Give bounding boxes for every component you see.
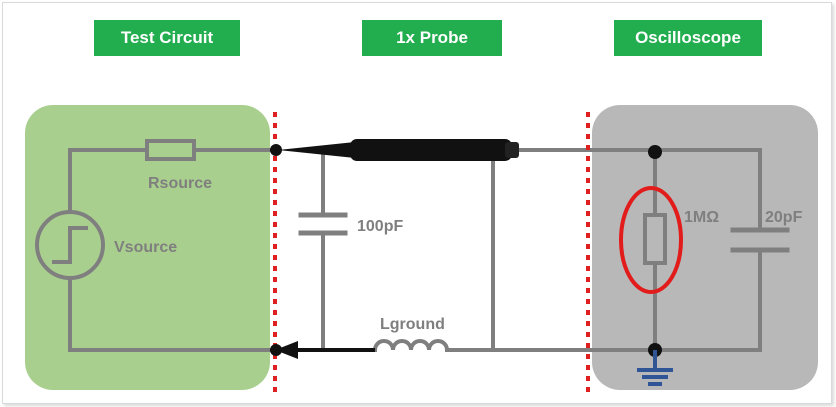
probe-body <box>350 139 512 161</box>
ground-clip-arrow <box>275 341 298 359</box>
probe-cap-label: 100pF <box>357 218 403 235</box>
probe-tip <box>278 142 355 158</box>
lground-label: Lground <box>380 316 445 333</box>
oscilloscope-header: Oscilloscope <box>614 20 762 56</box>
probe-body-end <box>505 142 519 158</box>
rsource-label: Rsource <box>148 175 212 192</box>
lground-inductor <box>372 339 450 353</box>
cap-scope-label: 20pF <box>765 209 803 226</box>
probe-header: 1x Probe <box>362 20 502 56</box>
step-waveform-icon <box>52 226 88 264</box>
junction-probe-tip <box>270 144 282 156</box>
junction-ground-clip <box>270 344 282 356</box>
ground-icon <box>637 350 673 386</box>
highlight-ellipse <box>619 186 683 294</box>
vsource-symbol <box>35 210 105 280</box>
vsource-label: Vsource <box>114 239 177 256</box>
junction-scope-top <box>648 145 662 159</box>
test-circuit-header: Test Circuit <box>94 20 240 56</box>
r-scope-label: 1MΩ <box>684 209 719 226</box>
test-circuit-region <box>25 105 270 390</box>
